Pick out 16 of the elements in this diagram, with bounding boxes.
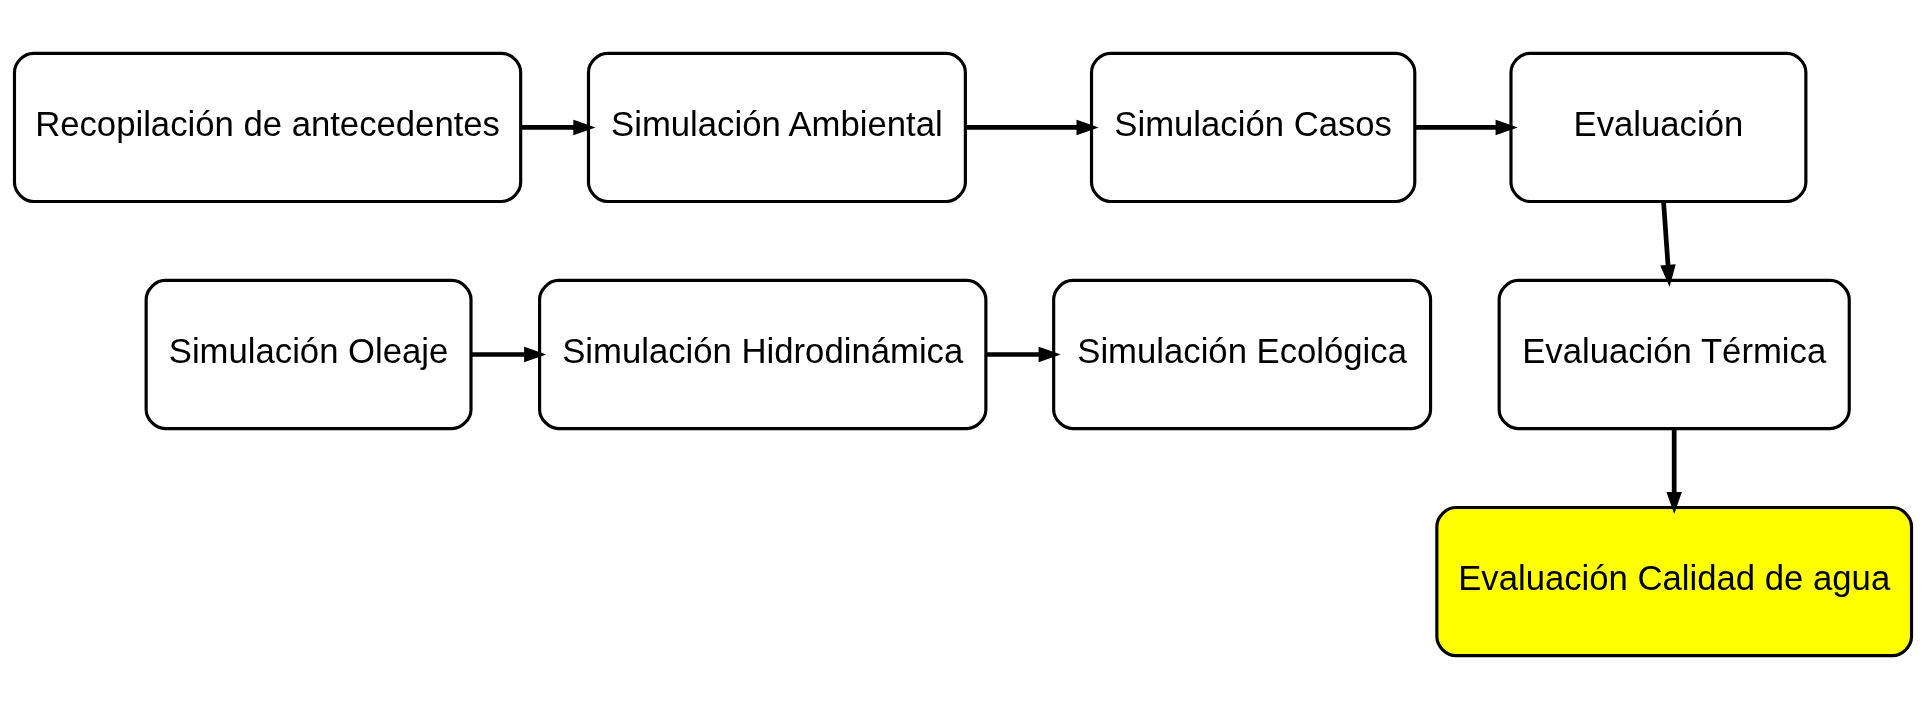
node-box: Simulación Ecológica bbox=[1052, 278, 1433, 430]
arrow bbox=[520, 119, 596, 135]
arrow bbox=[1415, 119, 1518, 135]
node-box: Simulación Hidrodinámica bbox=[538, 278, 988, 430]
node-box: Evaluación bbox=[1509, 51, 1808, 203]
arrow bbox=[1660, 201, 1676, 287]
node-box: Simulación Casos bbox=[1089, 51, 1417, 203]
node-box: Simulación Ambiental bbox=[586, 51, 967, 203]
arrow bbox=[965, 119, 1099, 135]
node-box: Recopilación de antecedentes bbox=[12, 51, 523, 203]
node-box: Evaluación Calidad de agua bbox=[1435, 505, 1914, 657]
node-box: Simulación Oleaje bbox=[144, 278, 473, 430]
arrow bbox=[471, 346, 547, 362]
node-box: Evaluación Térmica bbox=[1497, 278, 1851, 430]
arrow bbox=[986, 346, 1061, 362]
arrow bbox=[1666, 428, 1682, 514]
